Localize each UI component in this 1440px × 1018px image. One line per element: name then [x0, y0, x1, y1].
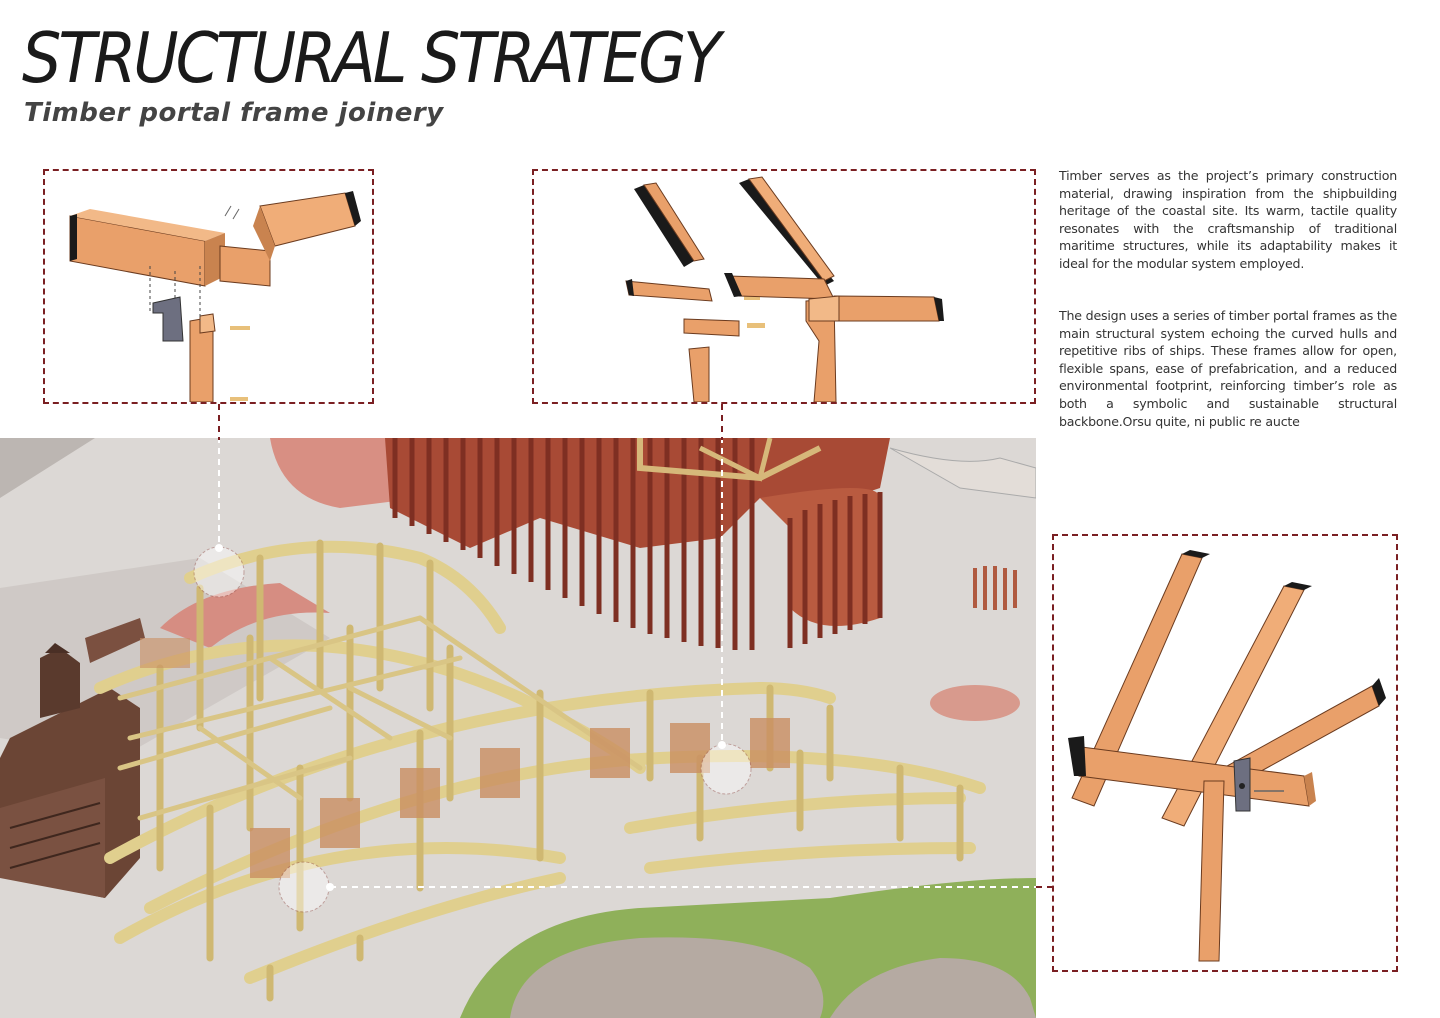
description-paragraph-2: The design uses a series of timber porta… [1059, 308, 1397, 429]
site-axonometric-view [0, 438, 1036, 1018]
joint-detail-right [1052, 534, 1398, 972]
description-paragraph-1: Timber serves as the project’s primary c… [1059, 168, 1397, 271]
page-title: STRUCTURAL STRATEGY [22, 17, 721, 100]
timber-portal-frame-structure [94, 539, 986, 1002]
joint-highlight-right [278, 861, 330, 913]
joint-detail-left [43, 169, 374, 404]
joint-detail-middle [532, 169, 1036, 404]
pink-ground-area [270, 438, 420, 508]
page-subtitle: Timber portal frame joinery [24, 98, 444, 128]
joint-detail-right-drawing [1068, 550, 1386, 962]
brick-colonnade-building [385, 438, 1036, 650]
heritage-brick-building [0, 618, 145, 898]
joint-detail-middle-drawing [625, 176, 944, 403]
joint-detail-left-drawing [69, 191, 361, 403]
joint-highlight-left [193, 546, 245, 598]
joint-highlight-middle [700, 743, 752, 795]
landscape-grass [460, 878, 1036, 1018]
